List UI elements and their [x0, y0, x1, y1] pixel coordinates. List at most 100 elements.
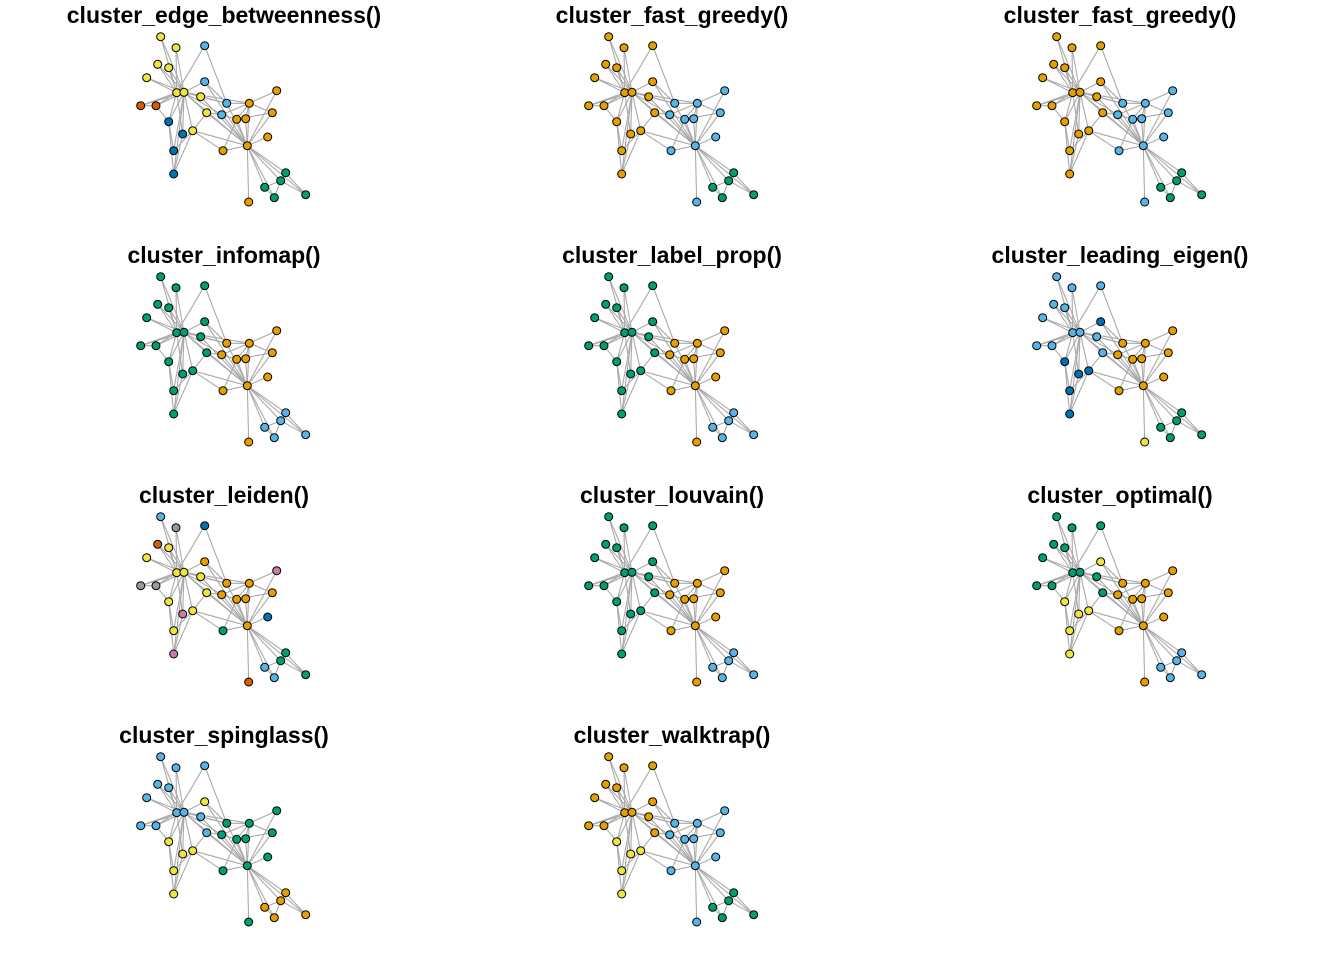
graph-edge: [168, 92, 178, 122]
graph-node: [1075, 87, 1085, 97]
graph-node: [169, 626, 179, 636]
graph-node: [648, 557, 658, 567]
graph-edge: [1142, 90, 1174, 146]
graph-node: [689, 594, 699, 604]
graph-node: [612, 597, 622, 607]
network-graph: [136, 272, 311, 447]
graph-edge: [1142, 145, 1146, 203]
graph-edge: [621, 370, 642, 415]
graph-edge: [652, 561, 676, 584]
graph-edge: [204, 561, 228, 584]
graph-node: [717, 193, 727, 203]
graph-edge: [246, 145, 275, 198]
graph-node: [619, 43, 629, 53]
graph-node: [218, 866, 228, 876]
graph-edge: [621, 370, 642, 392]
graph-node: [222, 98, 232, 108]
graph-node: [1113, 590, 1123, 600]
graph-edge: [192, 370, 248, 387]
graph-edge: [624, 92, 632, 135]
graph-node: [689, 834, 699, 844]
graph-edge: [246, 103, 250, 146]
graph-node: [612, 543, 622, 553]
graph-edge: [697, 330, 725, 344]
graph-node: [599, 101, 609, 111]
graph-edge: [183, 571, 222, 596]
graph-edge: [168, 332, 178, 362]
graph-edge: [631, 811, 670, 836]
graph-edge: [246, 832, 273, 867]
graph-node: [1140, 578, 1150, 588]
network-graph: [136, 32, 311, 207]
graph-node: [1074, 609, 1084, 619]
graph-edge: [183, 91, 222, 116]
graph-edge: [652, 45, 676, 104]
graph-edge: [1053, 63, 1074, 94]
graph-edge: [616, 572, 626, 602]
graph-edge: [1142, 583, 1146, 626]
graph-edge: [1141, 598, 1144, 626]
graph-node: [648, 761, 658, 771]
graph-edge: [285, 892, 307, 916]
graph-edge: [608, 36, 633, 93]
graph-node: [244, 338, 254, 348]
graph-node: [260, 182, 270, 192]
graph-node: [169, 649, 179, 659]
graph-node: [200, 797, 210, 807]
graph-edge: [1142, 385, 1146, 443]
graph-edge: [1072, 572, 1080, 615]
graph-edge: [246, 330, 278, 386]
graph-edge: [1071, 527, 1081, 573]
graph-node: [670, 578, 680, 588]
graph-edge: [694, 865, 698, 923]
graph-edge: [1142, 625, 1162, 668]
graph-node: [708, 902, 718, 912]
graph-edge: [183, 812, 194, 851]
graph-node: [241, 834, 251, 844]
graph-node: [1165, 193, 1175, 203]
panel-title: cluster_infomap(): [127, 242, 321, 268]
graph-node: [1098, 108, 1108, 118]
graph-node: [604, 752, 614, 762]
graph-edge: [1122, 103, 1144, 146]
graph-edge: [674, 343, 696, 386]
graph-node: [1118, 578, 1128, 588]
graph-edge: [246, 592, 273, 627]
graph-edge: [192, 130, 248, 147]
graph-node: [711, 612, 721, 622]
graph-edge: [624, 332, 632, 375]
graph-edge: [246, 343, 250, 386]
graph-edge: [160, 516, 185, 573]
graph-edge: [694, 570, 726, 626]
panel-title: cluster_walktrap(): [573, 722, 771, 748]
graph-node: [232, 834, 242, 844]
graph-edge: [1142, 330, 1174, 386]
graph-edge: [684, 599, 696, 626]
graph-edge: [1064, 92, 1074, 122]
graph-edge: [246, 385, 250, 443]
graph-node: [627, 807, 637, 817]
graph-node: [156, 272, 166, 282]
graph-edge: [246, 583, 250, 626]
graph-edge: [1142, 385, 1203, 436]
graph-edge: [588, 572, 625, 587]
graph-edge: [608, 756, 633, 813]
graph-node: [244, 917, 254, 927]
graph-node: [153, 779, 163, 789]
graph-edge: [1069, 370, 1090, 392]
graph-edge: [246, 625, 307, 676]
graph-node: [1197, 190, 1207, 200]
graph-edge: [588, 812, 625, 827]
graph-edge: [246, 145, 282, 182]
graph-edge: [1079, 92, 1090, 131]
graph-edge: [631, 92, 642, 131]
graph-node: [1098, 348, 1108, 358]
graph-edge: [1145, 570, 1173, 584]
graph-edge: [1079, 571, 1146, 584]
graph-node: [1038, 73, 1048, 83]
graph-node: [711, 372, 721, 382]
panel-title: cluster_fast_greedy(): [1003, 2, 1237, 28]
graph-node: [636, 846, 646, 856]
graph-edge: [175, 767, 185, 813]
graph-edge: [694, 330, 726, 386]
